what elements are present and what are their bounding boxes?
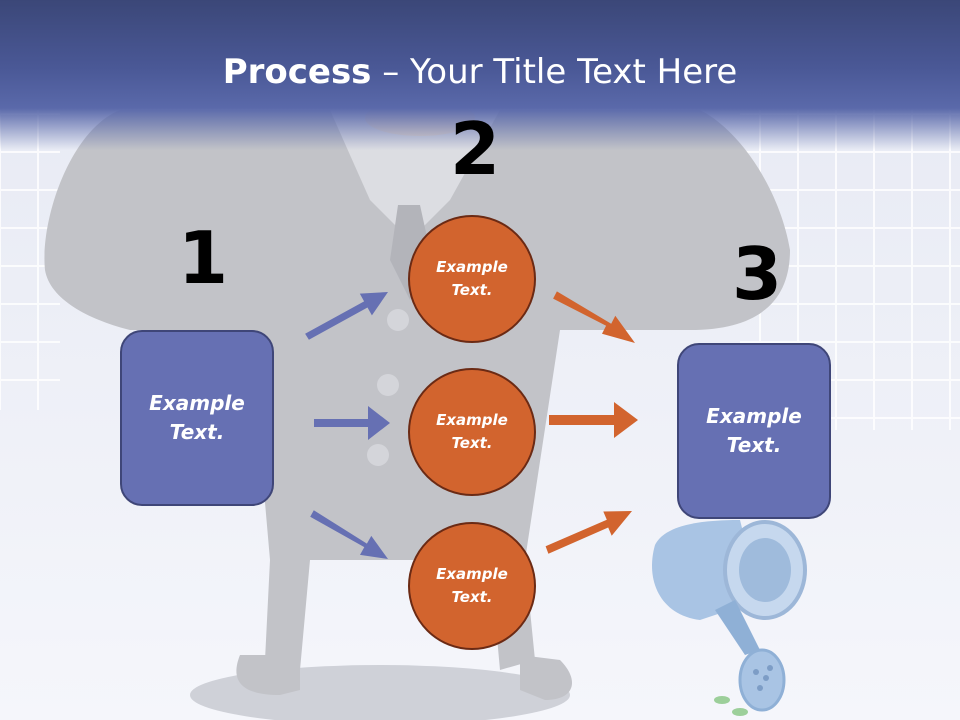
step-2-circle-middle[interactable]: Example Text. [408, 368, 536, 496]
step-number-3: 3 [732, 232, 783, 316]
arrow-orange-right [549, 402, 638, 438]
watering-can-icon [652, 520, 807, 712]
step-number-1: 1 [178, 216, 229, 300]
arrow-orange-down [553, 291, 635, 343]
title-rest: – Your Title Text Here [371, 52, 738, 92]
header-band [0, 0, 960, 150]
arrow-blue-right [314, 406, 390, 440]
arrow-orange-up [545, 511, 632, 554]
coat-button [367, 444, 389, 466]
page-title: Process – Your Title Text Here [0, 52, 960, 92]
step-number-2: 2 [450, 107, 501, 191]
title-bold: Process [222, 52, 372, 92]
sprout-icon [714, 696, 748, 716]
step-2-circle-bottom[interactable]: Example Text. [408, 522, 536, 650]
step-1-box[interactable]: Example Text. [120, 330, 274, 506]
arrow-blue-down [310, 510, 388, 559]
coat-button [377, 374, 399, 396]
step-2-circle-top[interactable]: Example Text. [408, 215, 536, 343]
arrow-blue-up [305, 292, 388, 340]
coat-button [387, 309, 409, 331]
step-3-box[interactable]: Example Text. [677, 343, 831, 519]
businessman-silhouette [44, 110, 791, 700]
